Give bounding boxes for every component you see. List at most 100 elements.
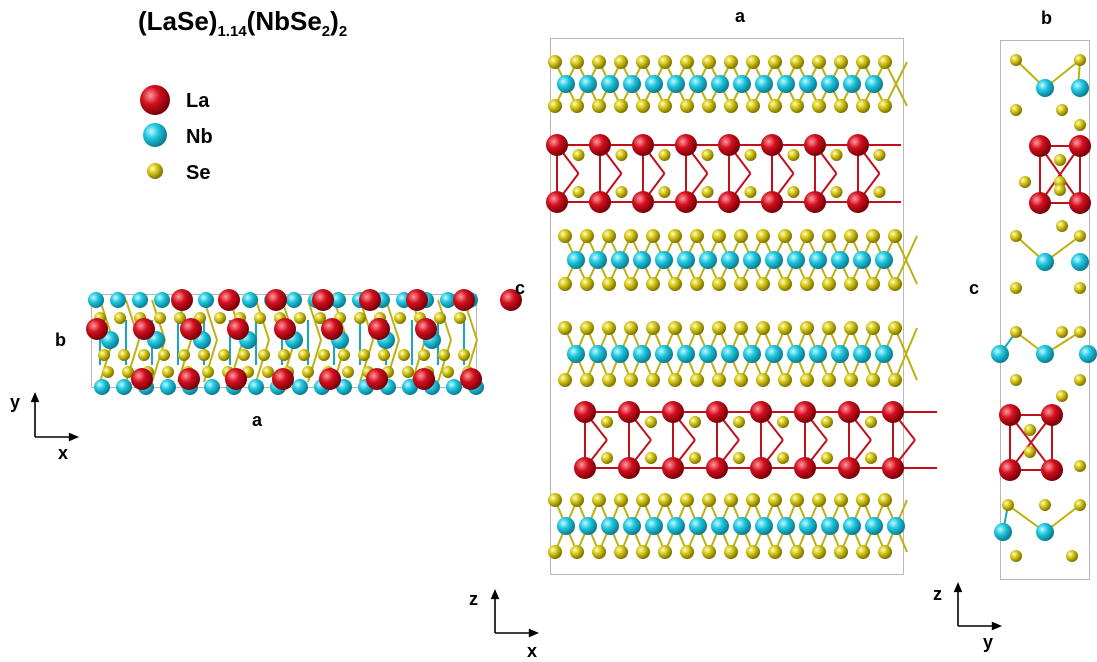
bond xyxy=(905,259,918,285)
la-atom xyxy=(546,134,568,156)
se-atom xyxy=(614,99,628,113)
se-atom xyxy=(668,229,682,243)
se-atom xyxy=(878,545,892,559)
se-atom xyxy=(394,312,406,324)
nb-atom xyxy=(160,379,176,395)
se-atom xyxy=(636,99,650,113)
se-atom xyxy=(258,349,270,361)
se-atom xyxy=(1002,499,1014,511)
nb-atom xyxy=(611,345,629,363)
se-atom xyxy=(800,277,814,291)
se-atom xyxy=(1074,499,1086,511)
nb-atom xyxy=(286,292,302,308)
se-atom xyxy=(314,312,326,324)
la-atom xyxy=(133,318,155,340)
se-atom xyxy=(844,229,858,243)
se-atom xyxy=(342,366,354,378)
se-atom xyxy=(690,277,704,291)
nb-atom xyxy=(667,517,685,535)
bond xyxy=(359,339,374,383)
se-atom xyxy=(178,349,190,361)
se-atom xyxy=(734,277,748,291)
se-atom xyxy=(615,149,628,161)
nb-atom xyxy=(711,517,729,535)
nb-atom xyxy=(799,517,817,535)
nb-atom xyxy=(645,517,663,535)
nb-atom xyxy=(94,379,110,395)
bond xyxy=(385,299,400,341)
se-atom xyxy=(787,186,800,198)
se-atom xyxy=(712,277,726,291)
nb-atom xyxy=(567,345,585,363)
la-atom xyxy=(706,457,728,479)
se-atom xyxy=(438,349,450,361)
la-atom xyxy=(359,289,381,311)
se-atom xyxy=(680,493,694,507)
se-atom xyxy=(702,99,716,113)
se-atom xyxy=(624,277,638,291)
se-atom xyxy=(278,349,290,361)
se-atom xyxy=(198,349,210,361)
nb-atom xyxy=(875,251,893,269)
se-atom xyxy=(822,321,836,335)
se-atom xyxy=(800,229,814,243)
se-atom xyxy=(744,149,757,161)
z-axis-arrow-2-head xyxy=(953,581,963,593)
se-atom xyxy=(102,366,114,378)
se-atom xyxy=(1074,460,1086,472)
se-atom xyxy=(888,373,902,387)
la-atom xyxy=(321,318,343,340)
nb-atom xyxy=(579,517,597,535)
nb-atom xyxy=(809,345,827,363)
se-atom xyxy=(724,545,738,559)
se-atom xyxy=(354,312,366,324)
legend-la-sphere xyxy=(140,85,170,115)
nb-atom xyxy=(765,345,783,363)
se-atom xyxy=(558,373,572,387)
nb-atom xyxy=(446,379,462,395)
se-atom xyxy=(572,186,585,198)
nb-atom xyxy=(821,75,839,93)
la-atom xyxy=(86,318,108,340)
se-atom xyxy=(777,416,789,428)
se-atom xyxy=(434,312,446,324)
legend-label-nb: Nb xyxy=(186,126,213,148)
la-atom xyxy=(761,191,783,213)
se-atom xyxy=(202,366,214,378)
se-atom xyxy=(636,493,650,507)
se-atom xyxy=(756,373,770,387)
y-axis-arrow-2-head xyxy=(991,621,1003,631)
se-atom xyxy=(294,312,306,324)
se-atom xyxy=(548,55,562,69)
se-atom xyxy=(636,55,650,69)
la-atom xyxy=(500,289,522,311)
unit-cell-ac-frame xyxy=(550,38,904,575)
se-atom xyxy=(1054,184,1066,196)
la-atom xyxy=(589,134,611,156)
se-atom xyxy=(812,493,826,507)
se-atom xyxy=(262,366,274,378)
se-atom xyxy=(856,99,870,113)
se-atom xyxy=(1010,282,1022,294)
nb-atom xyxy=(198,292,214,308)
se-atom xyxy=(690,321,704,335)
nb-atom xyxy=(765,251,783,269)
la-atom xyxy=(882,401,904,423)
se-atom xyxy=(1056,390,1068,402)
se-atom xyxy=(866,321,880,335)
nb-atom xyxy=(667,75,685,93)
se-atom xyxy=(602,277,616,291)
nb-atom xyxy=(110,292,126,308)
se-atom xyxy=(746,55,760,69)
la-atom xyxy=(589,191,611,213)
se-atom xyxy=(154,312,166,324)
se-atom xyxy=(724,99,738,113)
nb-atom xyxy=(733,75,751,93)
nb-atom xyxy=(557,75,575,93)
se-atom xyxy=(646,277,660,291)
xy-triad-x-label: x xyxy=(58,443,69,463)
nb-atom xyxy=(1036,345,1054,363)
nb-atom xyxy=(711,75,729,93)
la-atom xyxy=(999,404,1021,426)
